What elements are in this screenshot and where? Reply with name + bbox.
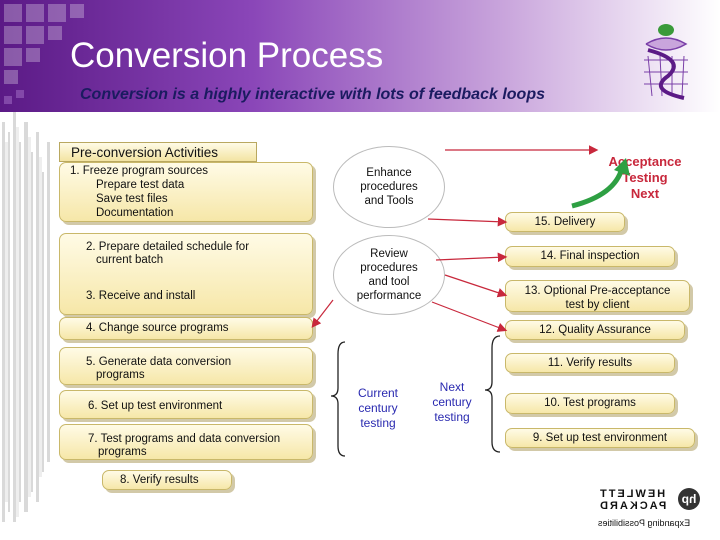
review-line: and tool <box>368 276 410 288</box>
review-line: Review <box>370 248 408 260</box>
step-box-4: 4. Change source programs <box>59 317 313 340</box>
step-box-9: 9. Set up test environment <box>505 428 695 448</box>
step-box-15: 15. Delivery <box>505 212 625 232</box>
step-1-line: Save test files <box>96 193 168 205</box>
step-box-5: 5. Generate data conversion programs <box>59 347 313 385</box>
acceptance-line: Next <box>630 186 660 201</box>
hp-logo: HEWLETT PACKARD hp Expanding Possibiliti… <box>598 488 708 530</box>
step-5-line: programs <box>96 369 145 381</box>
enhance-line: Enhance <box>366 167 412 179</box>
page-subtitle: Conversion is a highly interactive with … <box>80 86 545 103</box>
step-box-12: 12. Quality Assurance <box>505 320 685 340</box>
step-1-line: Prepare test data <box>96 179 185 191</box>
left-brace <box>330 341 346 457</box>
globe-grid-icon <box>644 24 688 100</box>
hp-logo-line1: HEWLETT <box>598 488 666 500</box>
step-box-14: 14. Final inspection <box>505 246 675 267</box>
next-century-text: Next century testing <box>424 380 480 425</box>
step-2-line: current batch <box>96 254 164 266</box>
arrow-to-final-inspection <box>435 252 508 263</box>
step-3-label: 3. Receive and install <box>86 290 196 302</box>
step-2-line: 2. Prepare detailed schedule for <box>86 241 250 253</box>
enhance-line: procedures <box>360 181 418 193</box>
step-5-line: 5. Generate data conversion <box>86 356 232 368</box>
arrow-to-change-source <box>311 299 334 328</box>
step-4-label: 4. Change source programs <box>86 322 229 334</box>
step-box-8: 8. Verify results <box>102 470 232 490</box>
acceptance-line: Testing <box>622 170 668 185</box>
current-line: testing <box>360 416 396 430</box>
step-box-7: 7. Test programs and data conversion pro… <box>59 424 313 460</box>
step-6-label: 6. Set up test environment <box>88 400 223 412</box>
current-line: Current <box>357 386 398 400</box>
review-line: procedures <box>360 262 418 274</box>
step-box-11: 11. Verify results <box>505 353 675 373</box>
current-line: century <box>358 401 398 415</box>
step-box-10: 10. Test programs <box>505 393 675 414</box>
next-line: Next <box>439 380 465 394</box>
step-13-line: test by client <box>565 299 630 311</box>
pre-conversion-label: Pre-conversion Activities <box>59 142 257 162</box>
review-line: performance <box>356 290 422 302</box>
hp-tagline: Expanding Possibilities <box>598 518 691 528</box>
step-box-1: 1. Freeze program sources Prepare test d… <box>59 162 313 222</box>
arrow-to-delivery <box>427 216 508 227</box>
next-line: testing <box>434 410 470 424</box>
step-box-6: 6. Set up test environment <box>59 390 313 419</box>
step-box-2-3: 2. Prepare detailed schedule for current… <box>59 233 313 315</box>
next-line: century <box>432 395 472 409</box>
acceptance-testing-label: Acceptance Testing Next <box>590 154 700 202</box>
enhance-line: and Tools <box>364 195 414 207</box>
header-banner <box>0 0 720 112</box>
current-century-text: Current century testing <box>350 386 406 431</box>
review-procedures-oval: Review procedures and tool performance <box>333 235 445 315</box>
hp-logo-line2: PACKARD <box>598 500 667 512</box>
green-swoosh-arrow <box>571 167 625 209</box>
arrow-to-pre-acceptance <box>444 274 508 298</box>
step-8-label: 8. Verify results <box>120 474 199 486</box>
left-stripes-decoration <box>2 112 50 522</box>
right-brace <box>484 335 501 453</box>
step-7-line: 7. Test programs and data conversion <box>88 433 281 445</box>
step-13-line: 13. Optional Pre-acceptance <box>524 285 671 297</box>
step-7-line: programs <box>98 446 147 458</box>
enhance-procedures-oval: Enhance procedures and Tools <box>333 146 445 228</box>
hp-circle-icon: hp <box>678 488 700 510</box>
step-1-line: Documentation <box>96 207 174 219</box>
page-title: Conversion Process <box>70 36 384 75</box>
arrow-to-quality-assurance <box>431 301 508 332</box>
step-1-line: 1. Freeze program sources <box>70 165 209 177</box>
